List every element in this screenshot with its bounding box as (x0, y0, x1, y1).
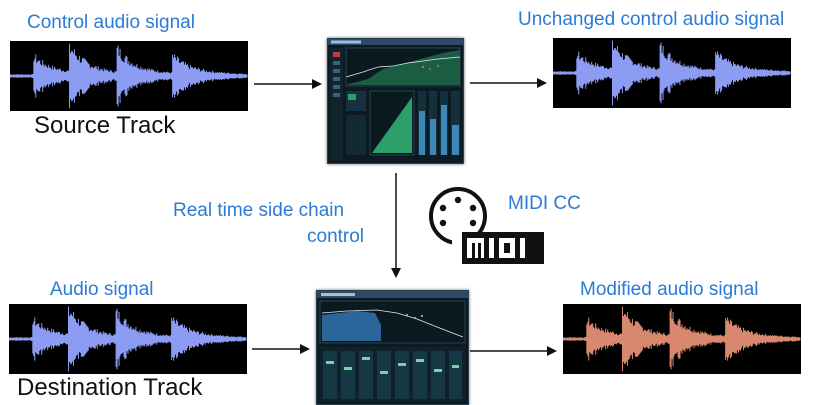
waveform-path (9, 306, 247, 372)
modified-audio-signal-label: Modified audio signal (580, 279, 759, 300)
unchanged-control-audio-waveform (553, 38, 791, 108)
source-track-label: Source Track (34, 112, 176, 139)
side-chain-label-line2: control (307, 226, 365, 247)
unchanged-control-audio-signal-label: Unchanged control audio signal (518, 9, 785, 30)
destination-plugin-window (316, 290, 469, 405)
waveform-graphic (553, 40, 791, 106)
waveform-graphic (563, 306, 801, 372)
control-audio-signal-label: Control audio signal (27, 12, 195, 33)
source-plugin-window (327, 38, 464, 164)
waveform-path (563, 306, 801, 372)
waveform-graphic (9, 306, 247, 372)
midi-logo-icon (428, 186, 546, 266)
modified-audio-waveform (563, 304, 801, 374)
waveform-graphic (10, 43, 248, 109)
destination-plugin-graphic (317, 291, 468, 402)
audio-signal-label: Audio signal (50, 279, 154, 300)
destination-track-label: Destination Track (17, 374, 203, 401)
side-chain-label-line1: Real time side chain (173, 200, 345, 221)
control-audio-waveform (10, 41, 248, 111)
source-plugin-graphic (328, 39, 463, 160)
midi-cc-label: MIDI CC (508, 193, 581, 214)
waveform-path (553, 40, 791, 106)
destination-audio-waveform (9, 304, 247, 374)
waveform-path (10, 43, 248, 109)
